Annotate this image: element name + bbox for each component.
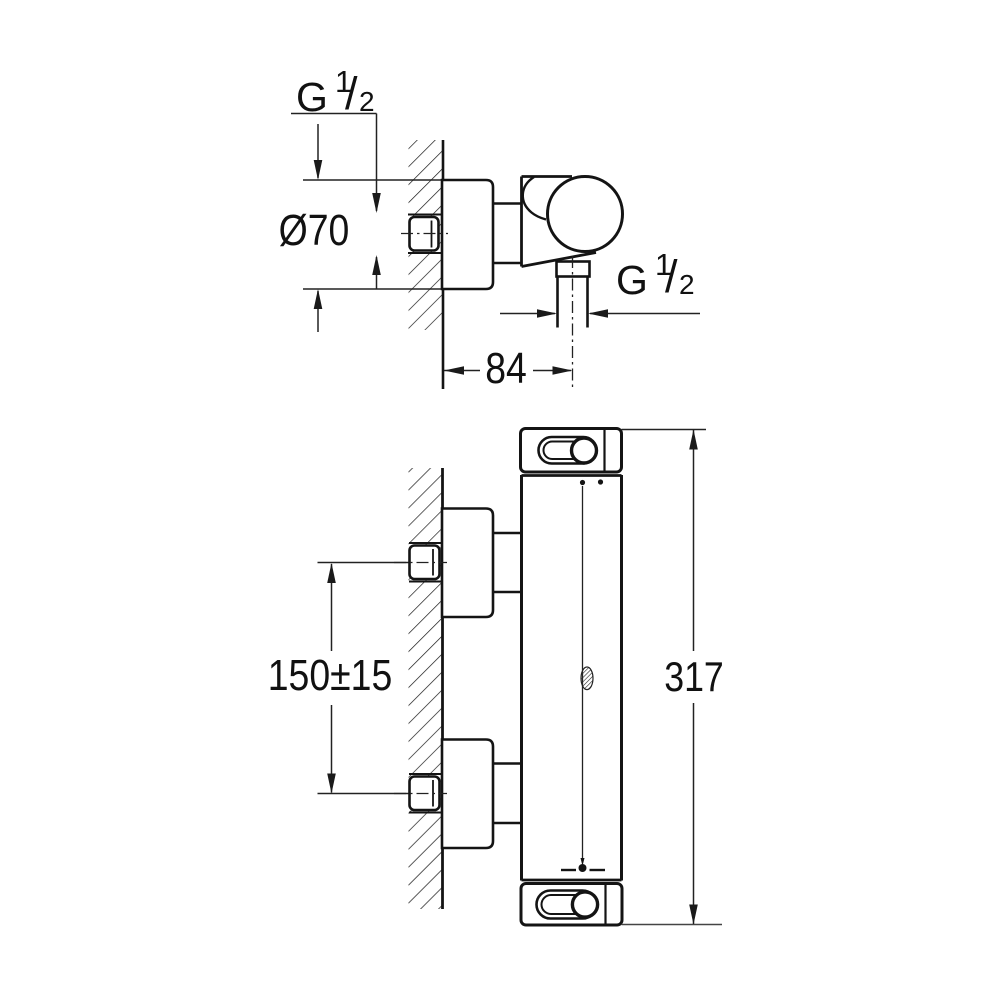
dim-overall-height [621, 428, 722, 926]
escutcheon-side [440, 178, 495, 291]
dim-outlet-thread [500, 309, 700, 318]
dim-label-escutcheon-diameter: Ø70 [278, 206, 350, 255]
thread-denominator: 2 [359, 86, 375, 117]
wall-hatching-front [408, 468, 444, 909]
thread-slash: / [665, 251, 678, 302]
dim-label-wall-to-outlet: 84 [485, 344, 527, 393]
handle-knob-side [546, 175, 624, 253]
mixer-body-front [520, 474, 623, 882]
thread-slash: / [345, 68, 358, 119]
shower-outlet [555, 256, 591, 391]
dim-label-overall-height: 317 [664, 653, 724, 700]
temperature-marker [561, 858, 605, 872]
dim-union-spacing [327, 563, 336, 794]
dim-label-wall-union-thread: G 1 / 2 [296, 64, 391, 126]
bottom-handle-cap [519, 882, 624, 927]
thread-base: G [296, 74, 328, 120]
wall-hatching-side [408, 140, 445, 389]
upper-union [394, 507, 522, 619]
dim-label-union-spacing: 150±15 [267, 651, 393, 700]
dim-wall-to-outlet [444, 366, 573, 375]
dim-wall-union-thread [291, 112, 381, 289]
mixer-body-side [520, 175, 624, 268]
wall-union-side [401, 213, 448, 254]
thread-numerator: 1 [655, 247, 673, 282]
thread-numerator: 1 [335, 64, 353, 99]
front-view [317, 427, 722, 927]
thread-base: G [616, 257, 648, 303]
dim-label-outlet-thread: G 1 / 2 [616, 247, 711, 309]
side-view [291, 112, 700, 391]
lower-union [394, 738, 522, 850]
brand-emblem [580, 666, 594, 691]
thread-denominator: 2 [679, 269, 695, 300]
dim-escutcheon-diameter [313, 124, 323, 332]
top-handle-cap [519, 427, 623, 474]
